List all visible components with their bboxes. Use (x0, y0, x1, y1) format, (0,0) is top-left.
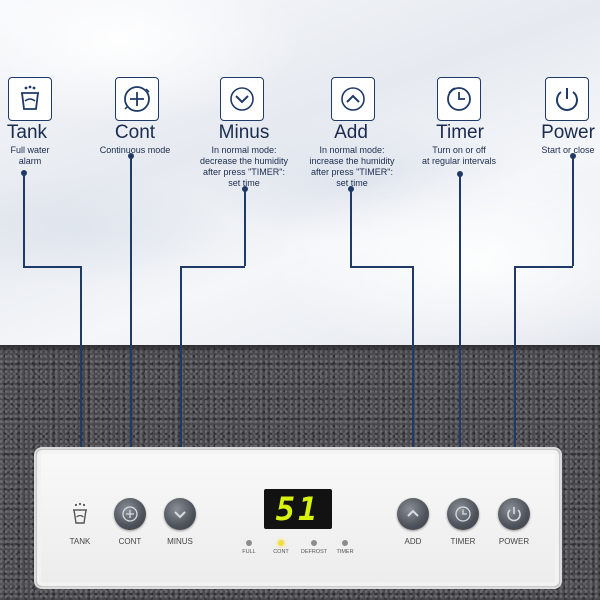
timer-icon (447, 87, 471, 111)
power-button-label: POWER (498, 537, 530, 546)
cont-indicator-led (278, 540, 284, 546)
cont-connector-line (130, 156, 132, 496)
timer-title: Timer (436, 122, 484, 143)
timer-button[interactable] (447, 498, 479, 530)
power-icon (556, 88, 578, 111)
power-desc: Start or close (541, 145, 595, 155)
power-connector-line (514, 266, 573, 268)
plus-circle-icon (124, 86, 150, 112)
power-connector-line (514, 266, 516, 496)
minus-desc: In normal mode: decrease the humidity af… (199, 145, 289, 188)
tank-desc: Full water alarm (10, 145, 50, 166)
power-icon (507, 507, 521, 522)
add-button-label: ADD (404, 537, 422, 546)
add-feature-icon (331, 77, 375, 121)
power-title: Power (541, 122, 595, 143)
timer-indicator-led (342, 540, 348, 546)
minus-title: Minus (218, 122, 270, 143)
minus-feature-icon (220, 77, 264, 121)
minus-button-label: MINUS (167, 537, 193, 546)
defrost-indicator-led (311, 540, 317, 546)
add-connector-line (350, 266, 413, 268)
add-desc: In normal mode: increase the humidity af… (309, 145, 395, 188)
timer-button-label: TIMER (450, 537, 476, 546)
add-connector-line (350, 189, 352, 266)
timer-icon (455, 506, 471, 522)
power-feature-icon (545, 77, 589, 121)
tank-button-label: TANK (69, 537, 91, 546)
cont-feature-icon (115, 77, 159, 121)
tank-feature-icon (8, 77, 52, 121)
timer-connector-line (459, 174, 461, 496)
full-indicator-label: FULL (242, 549, 256, 555)
defrost-indicator-label: DEFROST (300, 549, 328, 555)
add-button[interactable] (397, 498, 429, 530)
chevron-up-icon (341, 87, 365, 111)
minus-connector-line (180, 266, 245, 268)
power-connector-line (572, 156, 574, 266)
humidity-display: 51 (264, 489, 332, 529)
chevron-up-icon (407, 509, 419, 517)
plus-circle-icon (122, 506, 138, 522)
tank-title: Tank (6, 122, 48, 143)
cont-desc: Continuous mode (99, 145, 171, 155)
timer-desc: Turn on or off at regular intervals (421, 145, 497, 166)
power-button[interactable] (498, 498, 530, 530)
water-cup-icon (73, 502, 87, 524)
minus-button[interactable] (164, 498, 196, 530)
cont-button-label: CONT (118, 537, 142, 546)
chevron-down-icon (174, 511, 186, 519)
tank-connector-line (80, 266, 82, 484)
timer-indicator-label: TIMER (336, 549, 354, 555)
tank-connector-line (23, 266, 81, 268)
minus-connector-line (180, 266, 182, 496)
add-title: Add (334, 122, 368, 143)
full-indicator-led (246, 540, 252, 546)
minus-connector-line (244, 189, 246, 266)
water-cup-icon (21, 85, 39, 110)
cont-indicator-label: CONT (273, 549, 289, 555)
add-connector-line (412, 266, 414, 496)
tank-indicator (66, 500, 94, 528)
chevron-down-icon (230, 87, 254, 111)
tank-connector-line (23, 173, 25, 266)
cont-title: Cont (114, 122, 156, 143)
cont-button[interactable] (114, 498, 146, 530)
silk-background (0, 0, 600, 345)
timer-feature-icon (437, 77, 481, 121)
